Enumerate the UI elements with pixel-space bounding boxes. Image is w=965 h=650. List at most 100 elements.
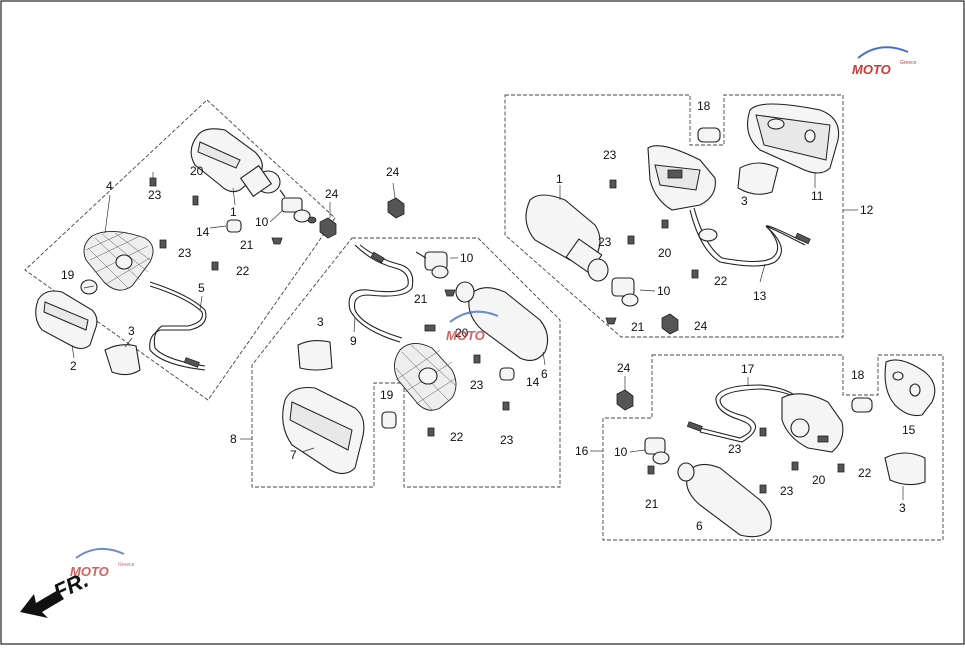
label-22-right: 22 [714, 274, 728, 288]
label-3-left: 3 [128, 324, 135, 338]
part-10-socket-left [279, 189, 317, 224]
label-1-left: 1 [230, 205, 237, 219]
part-6-housing-bottom [677, 462, 772, 538]
watermark-center: MOTO [446, 310, 499, 343]
label-11: 11 [811, 189, 824, 203]
label-22-center: 22 [450, 430, 464, 444]
label-24-center: 24 [386, 165, 400, 179]
part-19-bulb-center [381, 411, 397, 429]
label-3-right: 3 [741, 194, 748, 208]
part-24-nut-left [319, 217, 337, 239]
label-23-center-a: 23 [470, 378, 484, 392]
part-3-lens-cover-center [297, 339, 333, 371]
label-9: 9 [350, 334, 357, 348]
watermark-bottom-left: MOTO Greece [70, 547, 135, 579]
part-23-screw-center-b [502, 401, 510, 411]
label-15: 15 [902, 423, 916, 437]
label-20-bottom: 20 [812, 473, 826, 487]
part-bracket-top-right [647, 145, 716, 211]
label-23-center-b: 23 [500, 433, 514, 447]
label-21-bottom: 21 [645, 497, 659, 511]
label-10-right: 10 [657, 284, 671, 298]
label-7: 7 [290, 448, 297, 462]
label-21-center: 21 [414, 292, 428, 306]
part-3-lens-cover-right [737, 162, 779, 195]
part-22-screw-center [427, 427, 435, 437]
label-24-right: 24 [694, 319, 708, 333]
label-19-left: 19 [61, 268, 75, 282]
fr-arrow-icon [20, 590, 64, 618]
watermark-text-left: MOTO [70, 564, 109, 579]
part-21-screw-center [444, 289, 456, 297]
part-10-socket-bottom [644, 437, 670, 465]
part-15-lens-bottom-right [884, 359, 936, 417]
label-18-bottom: 18 [851, 368, 865, 382]
watermark-swoosh-icon-center [449, 310, 499, 323]
label-8: 8 [230, 432, 237, 446]
label-19-center: 19 [380, 388, 394, 402]
part-4-bracket-grid-left [83, 231, 154, 291]
part-5-wire-left [149, 281, 207, 371]
part-24-nut-right [661, 313, 679, 335]
label-6-center: 6 [541, 367, 548, 381]
label-17: 17 [741, 362, 755, 376]
part-3-lens-cover-bottom [884, 452, 926, 486]
part-22-screw-bottom [837, 463, 845, 473]
watermark-sub-left: Greece [118, 562, 135, 568]
label-13: 13 [753, 289, 767, 303]
label-24-left: 24 [325, 187, 339, 201]
part-23-screw-bottom-b [759, 484, 767, 494]
watermark-swoosh-icon [857, 46, 909, 59]
label-4: 4 [106, 179, 113, 193]
watermark-text: MOTO [852, 62, 891, 77]
label-20-center: 20 [455, 326, 469, 340]
label-21-right: 21 [631, 320, 645, 334]
part-23-screw-bottom-a [759, 427, 767, 437]
part-3-lens-cover-left [104, 344, 141, 376]
part-2-lens-left [35, 290, 98, 350]
part-14-collar-left [226, 219, 242, 233]
group-top-right-turn-signal: 1 13 10 23 23 20 22 21 24 [504, 94, 874, 338]
label-23-right-b: 23 [598, 235, 612, 249]
label-20-left: 20 [190, 164, 204, 178]
label-10-center: 10 [460, 251, 474, 265]
part-19-bulb-left [80, 279, 98, 295]
part-1-housing-right [525, 194, 609, 282]
part-6-housing-center [455, 281, 549, 361]
label-6-bottom: 6 [696, 519, 703, 533]
label-24-bottom: 24 [617, 361, 631, 375]
label-16: 16 [575, 444, 589, 458]
label-14-center: 14 [526, 375, 540, 389]
label-20-right: 20 [658, 246, 672, 260]
group-outline-bottom-right [602, 354, 944, 541]
watermark-text-center: MOTO [446, 328, 485, 343]
part-20-screw-right [661, 219, 669, 229]
watermark-top-right: MOTO Greece [852, 46, 917, 77]
label-10-bottom: 10 [614, 445, 628, 459]
part-18-bulb-top [697, 127, 721, 143]
group-bottom-right-turn-signal: 24 10 21 17 23 20 23 22 [575, 354, 944, 541]
label-23-left-b: 23 [178, 246, 192, 260]
label-22-left: 22 [236, 264, 250, 278]
label-2: 2 [70, 359, 77, 373]
part-13-wire [689, 209, 801, 267]
part-bracket-bottom-right [781, 393, 844, 453]
label-3-center: 3 [317, 315, 324, 329]
label-3-bottom: 3 [899, 501, 906, 515]
label-23-bottom-b: 23 [780, 484, 794, 498]
part-21-screw-right [605, 317, 617, 325]
part-22-screw-right [691, 269, 699, 279]
screws-left [149, 172, 283, 271]
part-17-wire [699, 384, 801, 439]
watermark-swoosh-icon-left [75, 547, 125, 559]
label-1-right: 1 [556, 172, 563, 186]
part-20-screw-center [424, 324, 436, 332]
label-5: 5 [198, 281, 205, 295]
label-23-left-a: 23 [148, 188, 162, 202]
label-23-right-a: 23 [603, 148, 617, 162]
label-18-top: 18 [697, 99, 711, 113]
part-9-wire-center [348, 244, 409, 343]
part-20-screw-bottom [791, 461, 799, 471]
